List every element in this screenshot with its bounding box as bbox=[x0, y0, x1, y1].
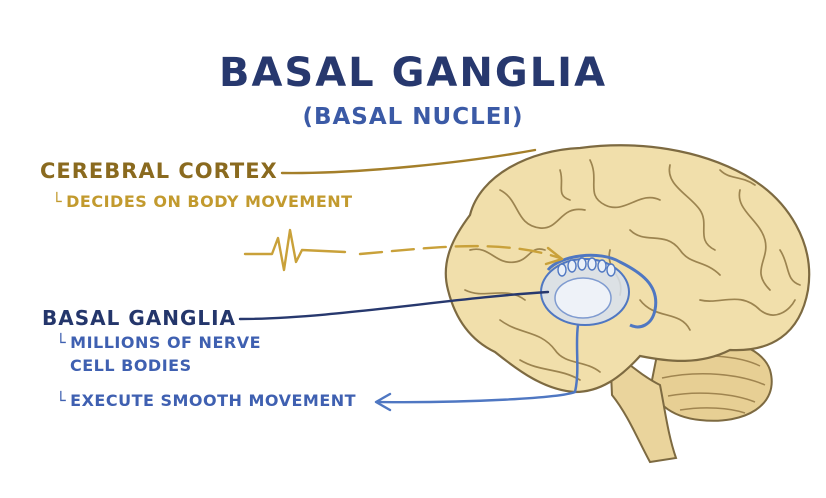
basal-ganglia-detail-3-text: EXECUTE SMOOTH MOVEMENT bbox=[70, 391, 357, 410]
brainstem bbox=[608, 348, 678, 464]
signal-arrowhead bbox=[544, 246, 564, 266]
basal-ganglia-structure bbox=[540, 253, 658, 393]
basal-ganglia-detail-2: CELL BODIES bbox=[70, 356, 192, 375]
cerebrum bbox=[444, 144, 811, 394]
cortex-detail-text: DECIDES ON BODY MOVEMENT bbox=[66, 192, 353, 211]
cortex-heading: CEREBRAL CORTEX bbox=[40, 159, 278, 183]
basal-ganglia-heading: BASAL GANGLIA bbox=[42, 306, 237, 330]
basal-ganglia-leader-line bbox=[238, 290, 550, 321]
brain-gyri bbox=[464, 159, 801, 381]
movement-arrowhead bbox=[374, 392, 392, 412]
bracket-icon: └ bbox=[52, 192, 63, 211]
cortex-leader-line bbox=[280, 148, 537, 175]
page-title: BASAL GANGLIA bbox=[218, 50, 608, 96]
page-subtitle: (BASAL NUCLEI) bbox=[302, 104, 524, 130]
movement-output-line bbox=[376, 390, 577, 404]
basal-ganglia-detail-1: └MILLIONS OF NERVE bbox=[56, 333, 261, 352]
bracket-icon: └ bbox=[56, 333, 67, 352]
signal-dashed-arrow bbox=[358, 244, 562, 260]
signal-wave-line bbox=[243, 228, 347, 272]
cortex-detail: └DECIDES ON BODY MOVEMENT bbox=[52, 192, 353, 211]
basal-ganglia-detail-1-text: MILLIONS OF NERVE bbox=[70, 333, 261, 352]
basal-ganglia-detail-3: └EXECUTE SMOOTH MOVEMENT bbox=[56, 391, 356, 410]
bracket-icon: └ bbox=[56, 391, 67, 410]
